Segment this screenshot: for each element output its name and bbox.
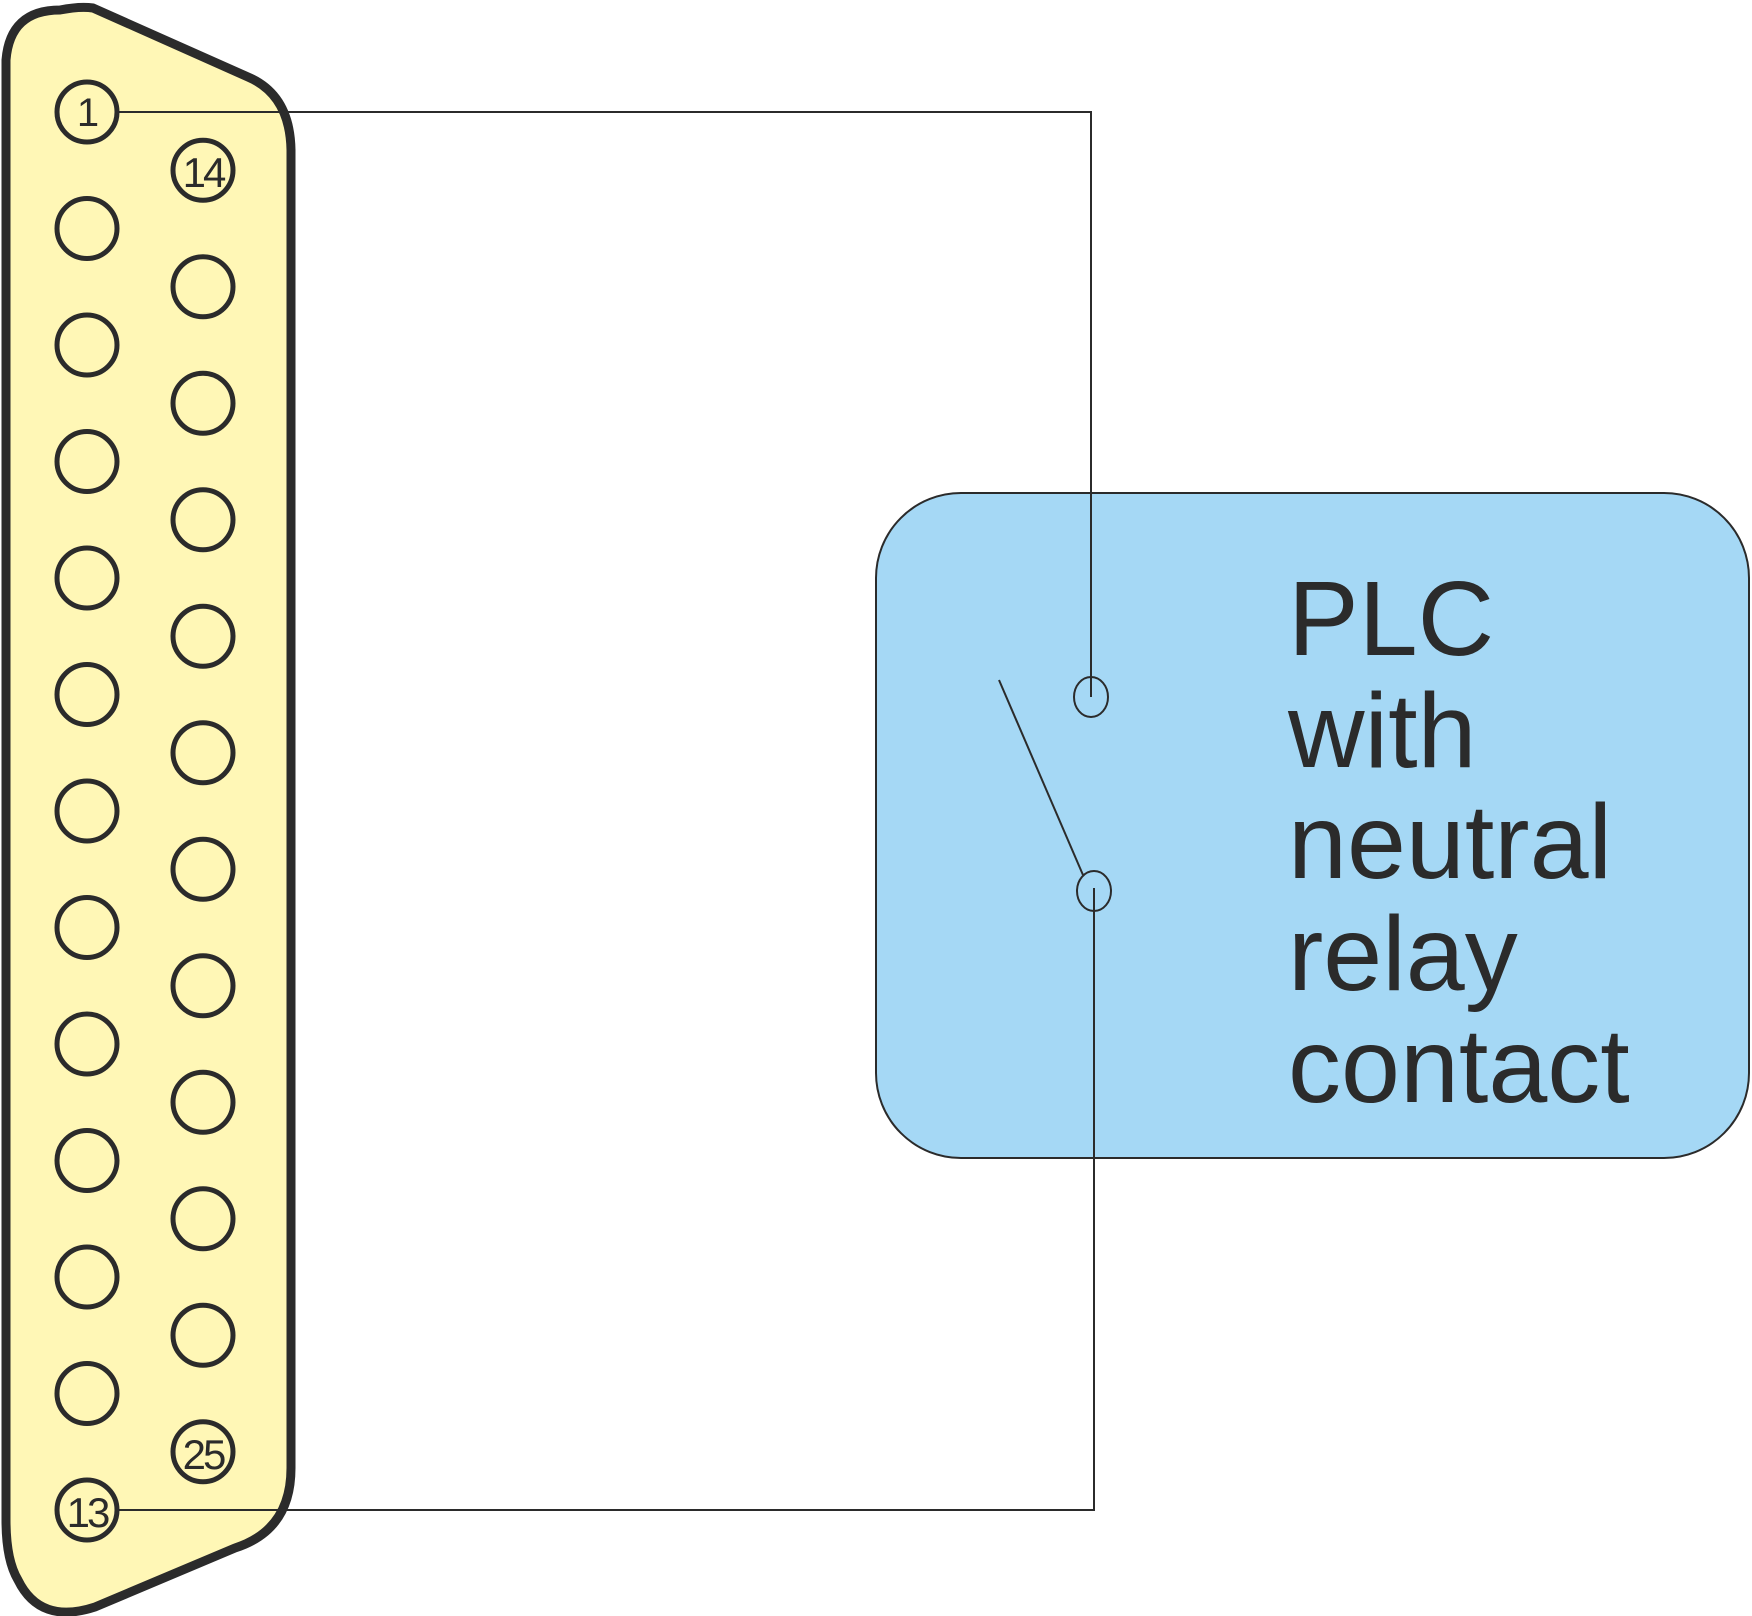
relay-terminal-bottom: [1076, 870, 1112, 912]
wires: [118, 111, 1095, 1511]
pin-2: [54, 196, 120, 261]
pin-label-13: 13: [67, 1489, 109, 1536]
pin-15: [170, 254, 236, 320]
pin-3: [54, 312, 120, 378]
plc-text-line-4: relay: [1288, 895, 1518, 1013]
db25-connector-body: [1, 2, 296, 1616]
pin-21: [170, 953, 236, 1019]
pin-24: [170, 1302, 236, 1368]
pin-22: [170, 1069, 236, 1135]
pin-4: [54, 429, 120, 494]
pin-11: [54, 1244, 120, 1310]
pin-9: [54, 1011, 120, 1077]
plc-text-line-2: with: [1287, 672, 1477, 790]
pin-10: [54, 1128, 120, 1193]
relay-switch-arm: [998, 679, 1084, 876]
pin-14: [170, 137, 236, 203]
pin-18: [170, 603, 236, 669]
connector-pins: [54, 79, 236, 1543]
pin-19: [170, 720, 236, 786]
pin-7: [54, 778, 120, 844]
pin-17: [170, 487, 236, 553]
pin-20: [170, 836, 236, 902]
pin-1: [54, 79, 120, 145]
plc-text-line-5: contact: [1288, 1007, 1630, 1125]
pin-label-14: 14: [183, 149, 226, 196]
pin-25: [170, 1419, 236, 1485]
wire-pin1-to-relay: [118, 111, 1092, 697]
pin-13: [54, 1477, 120, 1543]
plc-title: PLC: [1288, 560, 1494, 678]
pin-12: [54, 1361, 120, 1426]
relay-contact: [998, 676, 1112, 912]
plc-text-line-3: neutral: [1288, 783, 1612, 901]
pin-label-25: 25: [183, 1431, 225, 1478]
pin-5: [54, 545, 120, 611]
pin-16: [170, 370, 236, 436]
relay-terminal-top: [1073, 676, 1109, 718]
pin-6: [54, 662, 120, 727]
wire-pin13-to-relay: [118, 888, 1095, 1511]
pin-23: [170, 1186, 236, 1252]
pin-label-1: 1: [77, 91, 99, 135]
pin-8: [54, 895, 120, 960]
